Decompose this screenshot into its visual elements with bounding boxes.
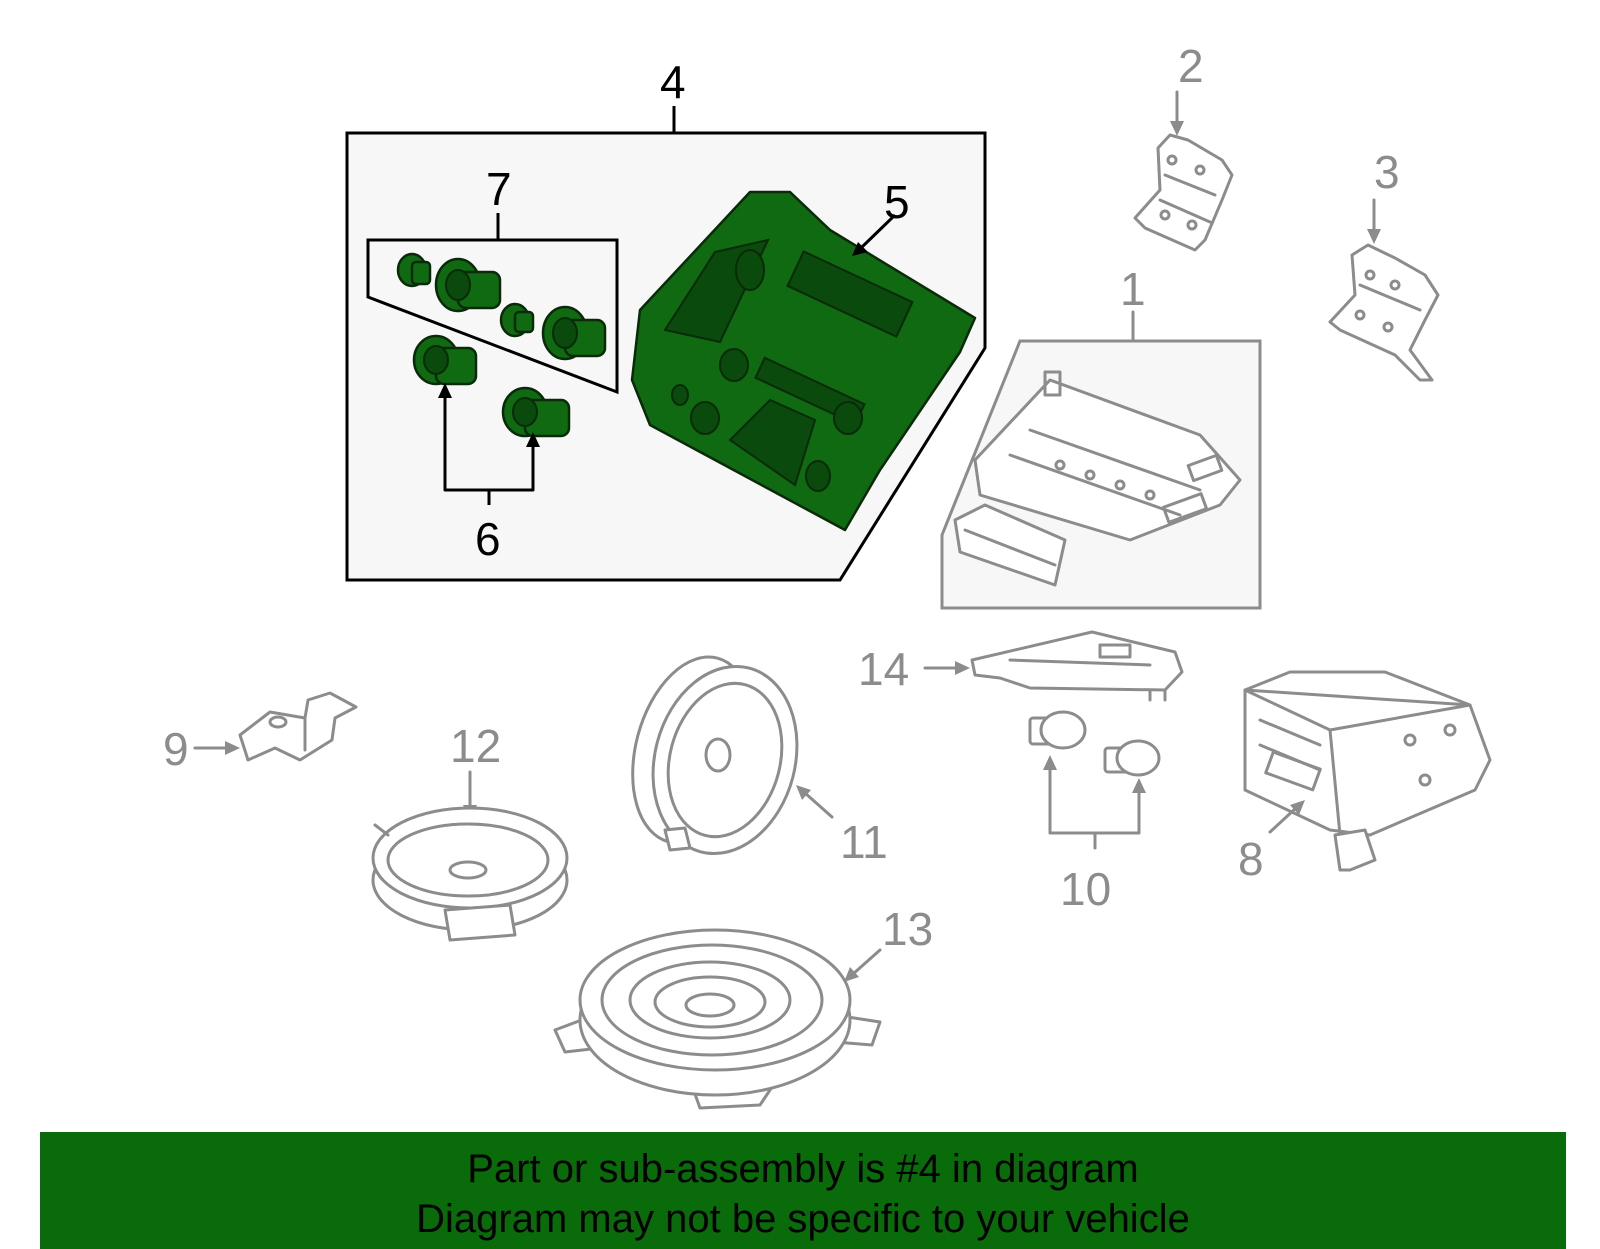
plate-14	[970, 630, 1184, 702]
callout-4: 4	[660, 56, 686, 108]
assembly-4-group[interactable]: 4 7	[345, 56, 987, 582]
speaker-12-group[interactable]: 12	[371, 720, 569, 942]
knob-set-7[interactable]	[396, 252, 607, 361]
callout-10: 10	[1060, 863, 1111, 915]
speaker-13	[553, 928, 882, 1110]
bracket-2-group[interactable]: 2	[1133, 40, 1234, 252]
banner-line-2: Diagram may not be specific to your vehi…	[416, 1197, 1190, 1241]
unit-8-group[interactable]: 8	[1238, 670, 1492, 885]
callout-8: 8	[1238, 833, 1264, 885]
tweeter-pair-10	[1028, 710, 1161, 777]
control-panel-5[interactable]	[630, 190, 977, 532]
clip-9	[238, 691, 358, 762]
notice-banner: Part or sub-assembly is #4 in diagram Di…	[40, 1132, 1566, 1249]
callout-1: 1	[1120, 263, 1146, 315]
bracket-3	[1328, 243, 1440, 382]
callout-5-leader	[852, 213, 897, 256]
speaker-11	[631, 655, 799, 856]
plate-14-group[interactable]: 14	[858, 630, 1184, 702]
callout-13: 13	[882, 903, 933, 955]
callout-12: 12	[450, 720, 501, 772]
radio-chassis	[953, 370, 1242, 587]
callout-6-leader	[438, 383, 540, 505]
bracket-3-group[interactable]: 3	[1328, 146, 1440, 382]
callout-10-leader	[1043, 755, 1146, 850]
callout-2: 2	[1178, 40, 1204, 92]
bracket-2	[1133, 133, 1234, 252]
tweeter-pair-10-group[interactable]: 10	[1028, 710, 1161, 915]
callout-3: 3	[1374, 146, 1400, 198]
callout-7: 7	[486, 163, 512, 215]
speaker-12	[371, 806, 569, 942]
radio-unit-1-group[interactable]: 1	[940, 263, 1262, 610]
callout-6: 6	[475, 513, 501, 565]
speaker-13-group[interactable]: 13	[553, 903, 933, 1110]
callout-14: 14	[858, 643, 909, 695]
callout-9: 9	[163, 723, 189, 775]
unit-8	[1243, 670, 1492, 872]
clip-9-group[interactable]: 9	[163, 691, 358, 775]
knob-pair-6[interactable]	[412, 334, 571, 438]
callout-11: 11	[840, 816, 888, 868]
banner-line-1: Part or sub-assembly is #4 in diagram	[467, 1147, 1139, 1191]
speaker-11-group[interactable]: 11	[613, 643, 888, 869]
callout-5: 5	[884, 176, 910, 228]
